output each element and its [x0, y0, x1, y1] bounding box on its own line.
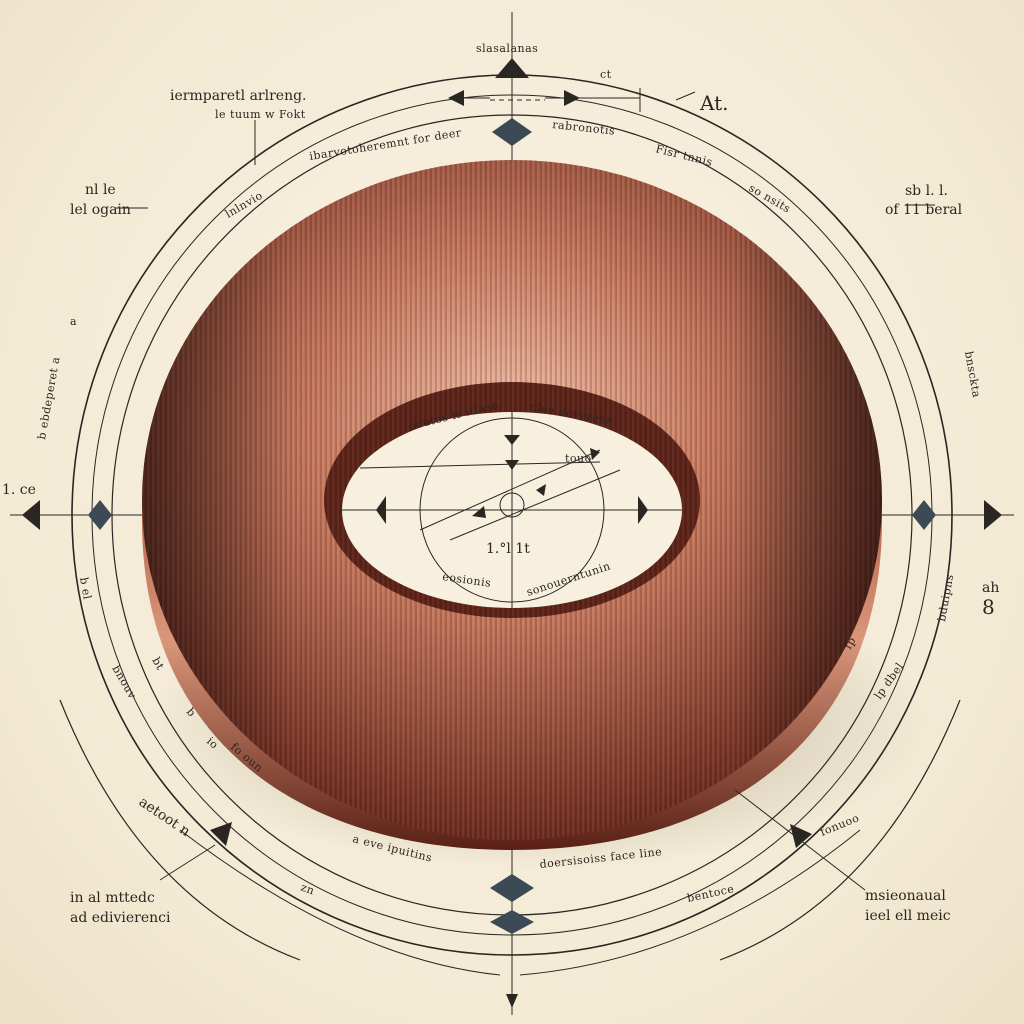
label-top-center: slasalanas: [476, 42, 538, 55]
bottom-diamond-2: [490, 910, 534, 934]
label-arc-right-upper: so nsits: [747, 181, 793, 215]
arrowheads: [22, 58, 1002, 1008]
label-bottom-left-1: in al mttedc: [70, 890, 155, 906]
label-right-lower-vertical-2: ah: [982, 580, 999, 596]
bottom-diamond-1: [490, 874, 534, 902]
label-top-right-at: At.: [699, 91, 729, 115]
label-upper-left-1: nl le: [85, 182, 116, 198]
top-right-arrow: [564, 90, 580, 106]
top-diamond: [492, 118, 532, 146]
label-inner-center: 1.°l 1t: [486, 541, 530, 557]
label-lower-right-arc-1: fp: [841, 634, 858, 651]
label-bottom-center-left: zn: [299, 881, 316, 898]
label-inner-small: touo: [565, 452, 592, 465]
label-top-mid-right: ct: [600, 68, 612, 81]
label-arc-top-left: ibarvotoheremnt for deer: [308, 126, 462, 163]
label-bottom-left-arc-side: aetoot n: [136, 794, 193, 840]
label-bottom-center-right: bentoce: [686, 882, 736, 905]
label-right-vertical: bnsckta: [962, 350, 983, 399]
label-upper-left-2: lel ogain: [70, 202, 131, 218]
label-lower-left-arc-1: bt: [149, 655, 167, 672]
label-right-lower-vertical-1: bduipns: [935, 573, 956, 622]
label-top-left-2: le tuum w Fokt: [215, 108, 306, 121]
label-left-axis: 1. ce: [2, 482, 36, 498]
right-diamond: [912, 500, 936, 530]
label-lower-left-arc-2: bnouv: [109, 663, 139, 701]
label-left-lower-vertical: b el: [77, 576, 94, 600]
right-axis-arrow: [984, 500, 1002, 530]
label-arc-top-center-right: rabronotis: [552, 118, 616, 138]
left-diamond: [88, 500, 112, 530]
toroid: [142, 160, 882, 850]
label-bottom-left-2: ad edivierenci: [70, 910, 171, 926]
label-top-left-1: iermparetl arlreng.: [170, 88, 307, 104]
label-left-vertical: b ebdeperet a: [35, 356, 62, 441]
label-bottom-right-1: msieonaual: [865, 888, 946, 904]
label-right-lower-symbol: 8: [982, 595, 995, 619]
label-bottom-right-2: ieel ell meic: [865, 908, 951, 924]
top-left-arrow: [448, 90, 464, 106]
top-arrow: [495, 58, 529, 78]
label-upper-right-1: sb l. l.: [905, 183, 948, 199]
bottom-arrow: [506, 994, 518, 1008]
label-upper-right-2: of 11 beral: [885, 202, 963, 218]
label-left-vertical-arrow: a: [70, 315, 77, 328]
lower-left-arrow: [210, 822, 232, 846]
label-arc-top-right: Fisr tnnis: [654, 142, 714, 169]
leader-lines: [115, 88, 935, 891]
left-axis-arrow: [22, 500, 40, 530]
